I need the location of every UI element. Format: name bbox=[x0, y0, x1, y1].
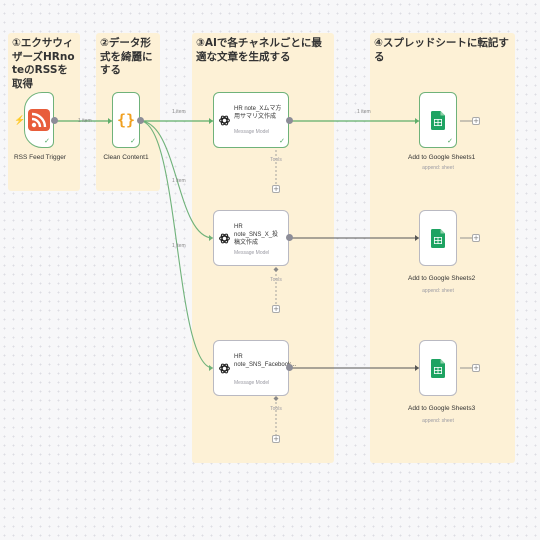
google-sheets-node-1[interactable]: ✓ bbox=[419, 92, 457, 148]
node-label: RSS Feed Trigger bbox=[13, 154, 67, 161]
output-handle[interactable] bbox=[286, 117, 293, 124]
output-handle[interactable] bbox=[51, 117, 58, 124]
clean-content-node[interactable]: {} ✓ bbox=[112, 92, 140, 148]
node-subtitle: Message Model bbox=[234, 129, 270, 135]
ai-facebook-post-node[interactable]: HR note_SNS_Facebook... Message Model bbox=[213, 340, 297, 396]
node-title: HR note_SNS_Facebook... bbox=[234, 354, 297, 368]
wire-label: 1 item bbox=[172, 178, 186, 184]
node-title: HR note_SNS_X_投稿文作成 bbox=[234, 224, 279, 246]
output-handle[interactable] bbox=[286, 234, 293, 241]
node-title: HR note_Xムマ方用サマリ文作成 bbox=[234, 106, 282, 120]
success-check-icon: ✓ bbox=[44, 137, 50, 145]
sticky-note-title: ②データ形式を綺麗にする bbox=[100, 37, 153, 76]
sticky-note-title: ④スプレッドシートに転記する bbox=[374, 37, 509, 63]
node-subtitle: append: sheet bbox=[422, 165, 454, 171]
google-sheets-icon bbox=[431, 359, 445, 378]
wire-label: 1 item bbox=[172, 109, 186, 115]
ai-summary-node[interactable]: HR note_Xムマ方用サマリ文作成 Message Model ✓ bbox=[213, 92, 289, 148]
google-sheets-node-3[interactable] bbox=[419, 340, 457, 396]
node-subtitle: Message Model bbox=[234, 250, 270, 256]
add-tool-button[interactable]: + bbox=[272, 305, 280, 313]
node-label: Clean Content1 bbox=[103, 154, 149, 161]
wire-label: 1 item bbox=[172, 243, 186, 249]
sticky-note-title: ①エクサウィザーズHRnoteのRSSを取得 bbox=[12, 37, 75, 90]
google-sheets-node-2[interactable] bbox=[419, 210, 457, 266]
openai-icon bbox=[219, 115, 230, 126]
svg-text:{}: {} bbox=[117, 111, 135, 129]
add-tool-button[interactable]: + bbox=[272, 435, 280, 443]
sticky-note-title: ③AIで各チャネルごとに最適な文章を生成する bbox=[196, 37, 322, 63]
trigger-bolt-icon: ⚡ bbox=[14, 115, 26, 125]
success-check-icon: ✓ bbox=[130, 137, 136, 145]
wire-clean-to-ai2[interactable] bbox=[139, 120, 214, 239]
node-label: Add to Google Sheets1 bbox=[408, 154, 476, 161]
add-tool-button[interactable]: + bbox=[272, 185, 280, 193]
success-check-icon: ✓ bbox=[447, 137, 453, 145]
wire-label: 1 item bbox=[78, 118, 92, 124]
tools-label: Tools bbox=[270, 157, 282, 163]
tools-label: Tools bbox=[270, 277, 282, 283]
rss-icon bbox=[28, 109, 50, 131]
add-next-node-button[interactable]: + bbox=[472, 234, 480, 242]
rss-feed-trigger-node[interactable]: ✓ bbox=[24, 92, 54, 148]
output-handle[interactable] bbox=[286, 364, 293, 371]
node-subtitle: append: sheet bbox=[422, 288, 454, 294]
node-label: Add to Google Sheets3 bbox=[408, 405, 476, 412]
wire-label: 1 item bbox=[357, 109, 371, 115]
node-subtitle: Message Model bbox=[234, 380, 270, 386]
add-next-node-button[interactable]: + bbox=[472, 117, 480, 125]
success-check-icon: ✓ bbox=[279, 137, 285, 145]
node-subtitle: append: sheet bbox=[422, 418, 454, 424]
add-next-node-button[interactable]: + bbox=[472, 364, 480, 372]
code-braces-icon: {} bbox=[117, 111, 135, 129]
ai-x-post-node[interactable]: HR note_SNS_X_投稿文作成 Message Model bbox=[213, 210, 289, 266]
wire-clean-to-ai3[interactable] bbox=[139, 120, 214, 369]
openai-icon bbox=[219, 363, 230, 374]
output-handle[interactable] bbox=[137, 117, 144, 124]
google-sheets-icon bbox=[431, 111, 445, 130]
sticky-note-rss[interactable]: ①エクサウィザーズHRnoteのRSSを取得 bbox=[8, 33, 80, 191]
google-sheets-icon bbox=[431, 229, 445, 248]
node-label: Add to Google Sheets2 bbox=[408, 275, 476, 282]
tools-label: Tools bbox=[270, 406, 282, 412]
openai-icon bbox=[219, 233, 230, 244]
